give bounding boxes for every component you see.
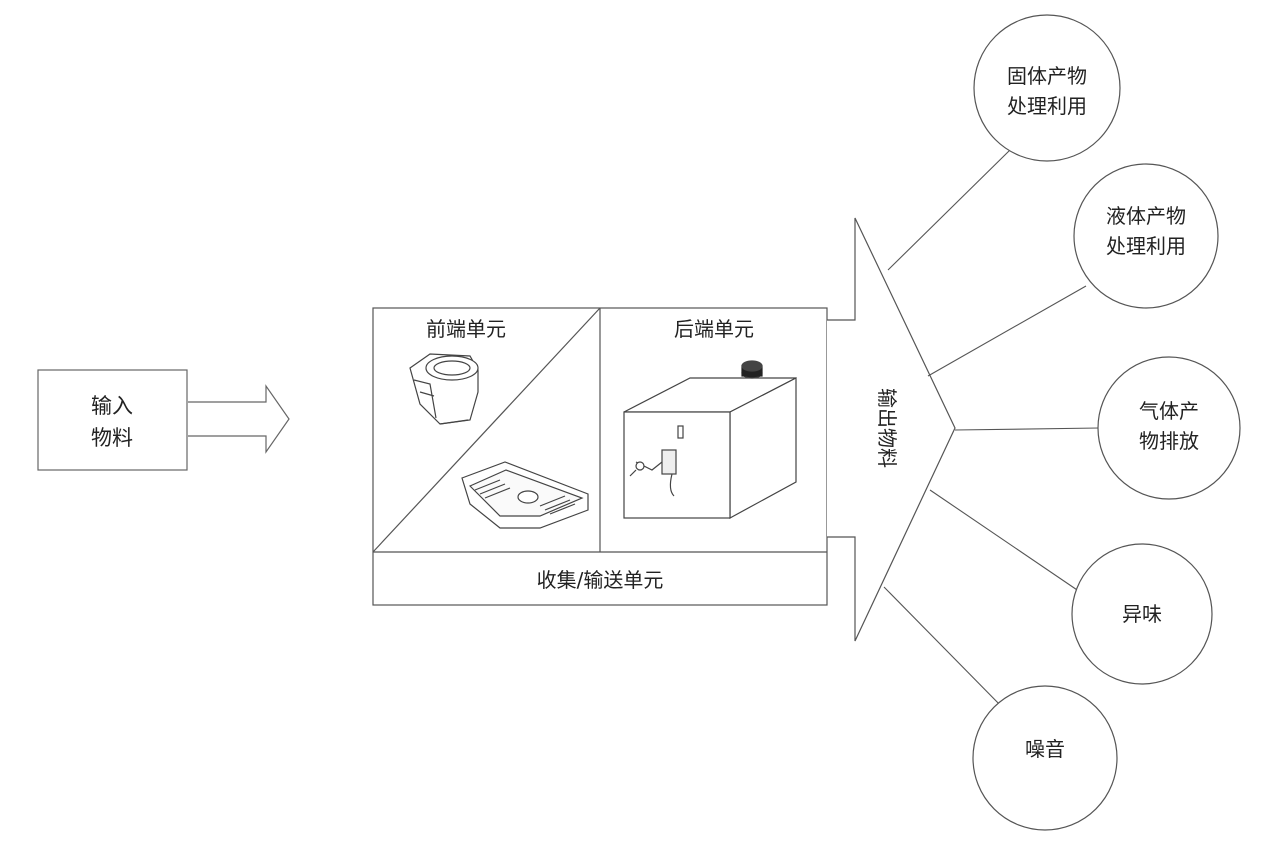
output-gas-line1: 气体产 — [1139, 399, 1199, 423]
back-unit-label: 后端单元 — [674, 317, 754, 341]
output-arrow — [827, 217, 956, 642]
output-gas: 气体产 物排放 — [1097, 356, 1241, 500]
front-unit-label: 前端单元 — [426, 317, 506, 341]
output-odor-label: 异味 — [1122, 602, 1162, 626]
output-solid-line1: 固体产物 — [1007, 64, 1087, 88]
output-solid-line2: 处理利用 — [1007, 94, 1087, 118]
output-odor: 异味 — [1071, 543, 1213, 685]
toilet-icon — [409, 353, 479, 425]
output-liquid: 液体产物 处理利用 — [1073, 163, 1219, 309]
output-noise: 噪音 — [972, 685, 1118, 831]
output-connectors — [883, 149, 1100, 711]
squat-toilet-icon — [461, 461, 589, 529]
output-label: 输出物料 — [875, 388, 899, 468]
output-gas-line2: 物排放 — [1139, 429, 1199, 453]
input-label-line2: 物料 — [91, 426, 133, 450]
input-node: 输入 物料 — [37, 369, 188, 471]
input-label-line1: 输入 — [91, 394, 133, 418]
treatment-tank-icon — [623, 360, 797, 520]
output-noise-label: 噪音 — [1025, 737, 1065, 761]
collect-unit-label: 收集/输送单元 — [537, 568, 664, 592]
system-block: 前端单元 后端单元 收集/输送单元 — [372, 307, 828, 606]
input-arrow — [188, 384, 290, 454]
output-liquid-line2: 处理利用 — [1106, 234, 1186, 258]
output-solid: 固体产物 处理利用 — [973, 14, 1121, 162]
output-liquid-line1: 液体产物 — [1106, 204, 1186, 228]
